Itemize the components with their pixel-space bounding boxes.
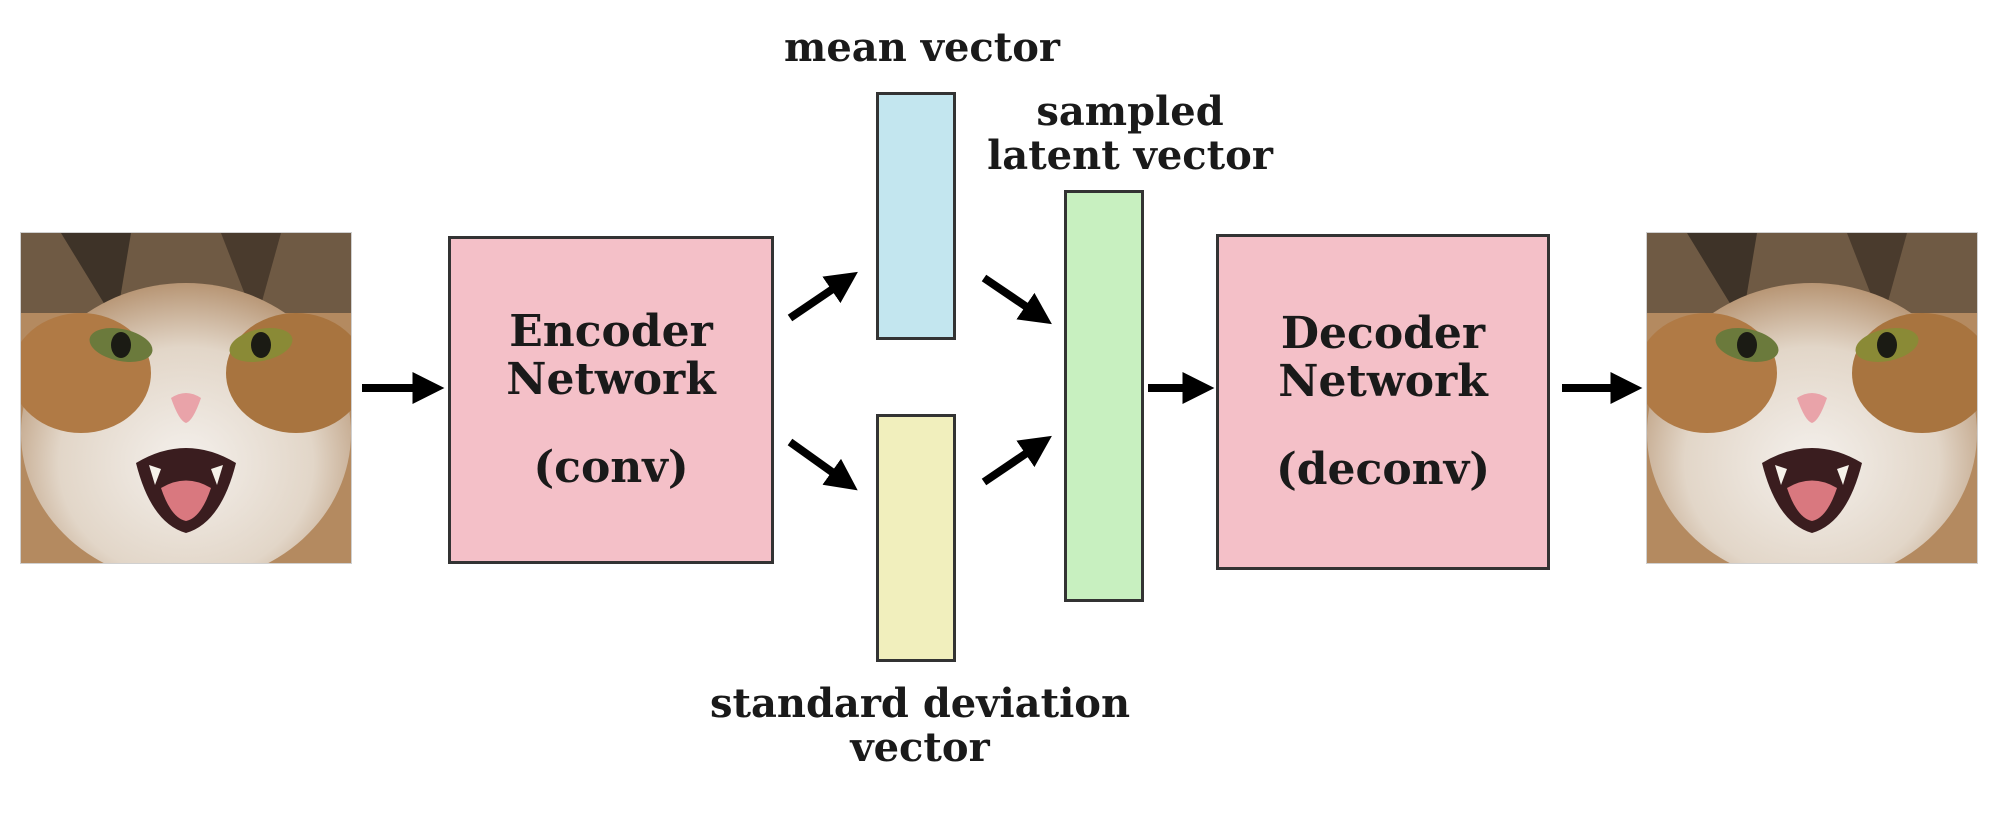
cat-face-icon	[21, 233, 351, 563]
latent-label-line2: latent vector	[987, 132, 1273, 179]
latent-vector-block	[1064, 190, 1144, 602]
decoder-subtitle: (deconv)	[1275, 444, 1491, 495]
stddev-vector-block	[876, 414, 956, 662]
output-image	[1646, 232, 1978, 564]
arrow-stddev-to-latent	[981, 435, 1052, 486]
arrow-encoder-to-mean	[787, 271, 858, 322]
decoder-network-block: Decoder Network (deconv)	[1216, 234, 1550, 570]
decoder-title-line1: Decoder	[1280, 308, 1486, 359]
arrow-encoder-to-stddev	[787, 438, 858, 491]
decoder-title-line2: Network	[1278, 356, 1488, 407]
latent-vector-label: sampled latent vector	[980, 90, 1280, 178]
encoder-network-block: Encoder Network (conv)	[448, 236, 774, 564]
mean-vector-label: mean vector	[784, 24, 1060, 71]
stddev-label-line2: vector	[850, 724, 990, 771]
cat-face-icon	[1647, 233, 1977, 563]
mean-vector-block	[876, 92, 956, 340]
stddev-label-line1: standard deviation	[709, 680, 1131, 727]
encoder-subtitle: (conv)	[533, 442, 689, 493]
latent-label-line1: sampled	[1036, 88, 1224, 135]
stddev-vector-label: standard deviation vector	[700, 682, 1140, 770]
encoder-title-line1: Encoder	[509, 306, 713, 357]
encoder-title-line2: Network	[506, 354, 716, 405]
input-image	[20, 232, 352, 564]
arrow-mean-to-latent	[981, 274, 1052, 325]
